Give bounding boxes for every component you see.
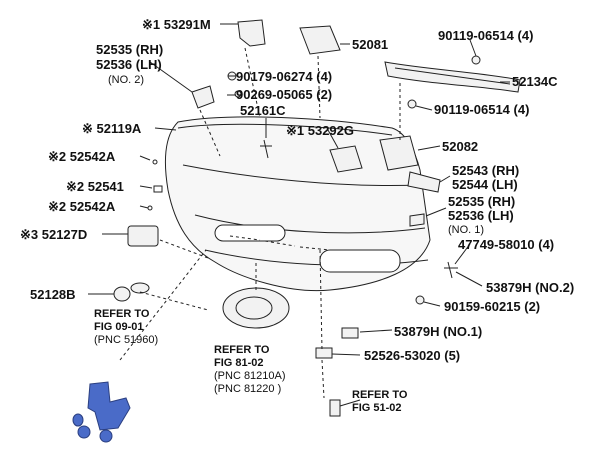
refer-line: REFER TO — [352, 389, 408, 401]
retainer-52535 — [191, 85, 215, 109]
bracket-53292g — [329, 145, 363, 173]
label-no1: (NO. 1) — [448, 224, 485, 236]
bumper-cover — [164, 116, 431, 292]
label-47749: 47749-58010 (4) — [458, 237, 555, 252]
refer-pnc: (PNC 81220 ) — [214, 383, 282, 395]
license-bracket — [72, 381, 131, 443]
label-90119-a: 90119-06514 (4) — [438, 28, 534, 43]
label-52161c: 52161C — [240, 103, 286, 118]
refer-fig-81-02[interactable]: REFER TO FIG 81-02 (PNC 81210A) (PNC 812… — [214, 344, 286, 396]
fog-lamp — [222, 287, 290, 329]
bracket-53291m — [237, 19, 266, 47]
refer-fig: FIG 81-02 — [214, 357, 264, 369]
nut-icon — [72, 413, 84, 427]
label-52536-lh: 52536 (LH) — [96, 57, 162, 72]
refer-pnc: (PNC 81210A) — [214, 370, 286, 382]
label-52128b: 52128B — [30, 287, 76, 302]
label-52542a-top: ※2 52542A — [48, 149, 116, 164]
label-53291m: ※1 53291M — [142, 17, 211, 32]
label-52536-lh-b: 52536 (LH) — [448, 208, 514, 223]
refer-fig: FIG 51-02 — [352, 402, 402, 414]
reinforcement-bar — [384, 61, 521, 93]
refer-line: REFER TO — [214, 344, 270, 356]
label-52543-rh: 52543 (RH) — [452, 163, 520, 178]
label-no2: (NO. 2) — [108, 74, 145, 86]
label-52134c: 52134C — [512, 74, 558, 89]
refer-fig: FIG 09-01 — [94, 321, 144, 333]
label-52535-rh-b: 52535 (RH) — [448, 194, 516, 209]
label-90179: 90179-06274 (4) — [236, 69, 333, 84]
label-90269: 90269-05065 (2) — [236, 87, 333, 102]
refer-fig-09-01[interactable]: REFER TO FIG 09-01 (PNC 51960) — [94, 308, 158, 347]
label-52127d: ※3 52127D — [20, 227, 88, 242]
cover-52127d — [127, 225, 159, 247]
refer-line: REFER TO — [94, 308, 150, 320]
label-90119-b: 90119-06514 (4) — [434, 102, 530, 117]
label-52119a: ※ 52119A — [82, 121, 142, 136]
label-52544-lh: 52544 (LH) — [452, 177, 518, 192]
label-53879h-no1: 53879H (NO.1) — [394, 324, 483, 339]
label-90159: 90159-60215 (2) — [444, 299, 541, 314]
label-52081: 52081 — [352, 37, 389, 52]
label-52535-rh: 52535 (RH) — [96, 42, 164, 57]
cap-52128b — [113, 286, 131, 302]
label-53879h-no2: 53879H (NO.2) — [486, 280, 575, 295]
label-52541: ※2 52541 — [66, 179, 124, 194]
label-53292g: ※1 53292G — [286, 123, 354, 138]
refer-pnc: (PNC 51960) — [94, 334, 159, 346]
bracket-52543 — [407, 171, 441, 193]
refer-fig-51-02[interactable]: REFER TO FIG 51-02 — [352, 389, 407, 415]
label-52082: 52082 — [442, 139, 479, 154]
label-52526: 52526-53020 (5) — [364, 348, 461, 363]
bracket-52081 — [299, 25, 341, 55]
label-52542a-bot: ※2 52542A — [48, 199, 116, 214]
